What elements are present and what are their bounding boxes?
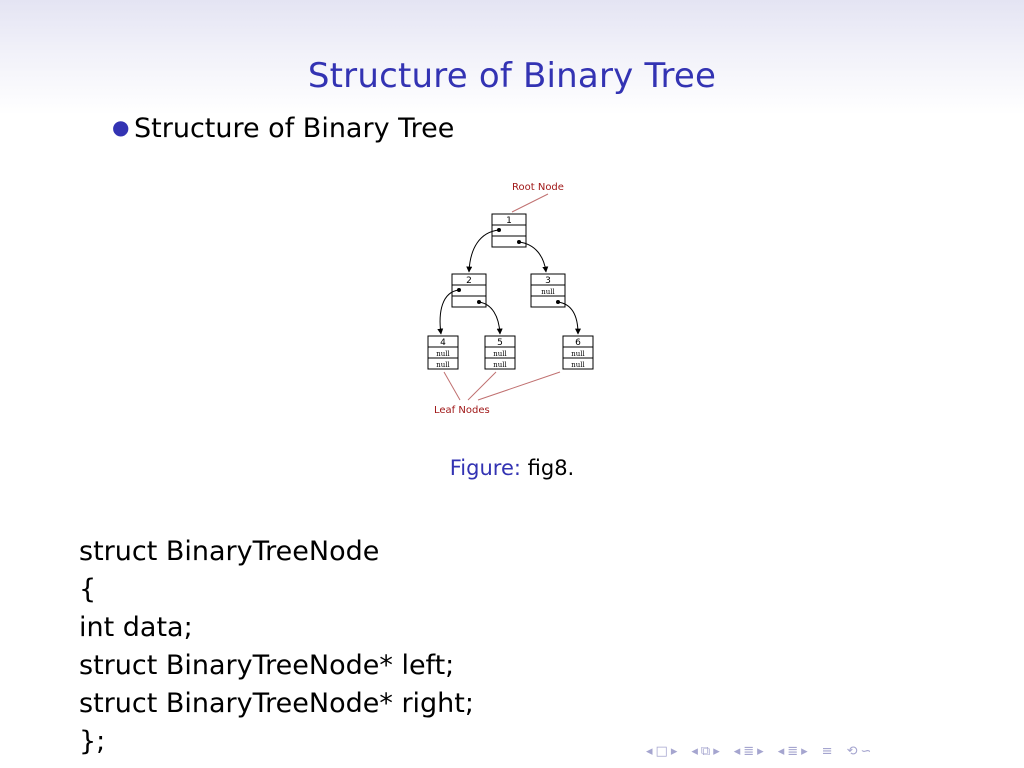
edge-2-to-5 <box>478 301 503 335</box>
root-node-label: Root Node <box>512 182 564 193</box>
edge-1-to-3 <box>518 241 549 273</box>
svg-text:4: 4 <box>440 338 446 348</box>
svg-text:3: 3 <box>545 276 551 286</box>
code-block: struct BinaryTreeNode { int data; struct… <box>79 533 474 761</box>
bullet-item: ●Structure of Binary Tree <box>112 113 454 144</box>
subsection-prev-icon[interactable]: ◂ <box>691 743 698 759</box>
svg-text:6: 6 <box>575 338 581 348</box>
leaf-pointer-line-2 <box>467 371 497 401</box>
svg-text:null: null <box>436 350 450 358</box>
caption-label: Figure: <box>449 456 521 480</box>
frame-title: Structure of Binary Tree <box>307 56 717 96</box>
beamer-navigation-bar: ◂ □ ▸ ◂ ⧉ ▸ ◂ ≣ ▸ ◂ ≣ ▸ ≡ ⟲ ∽ <box>646 741 1018 761</box>
svg-text:1: 1 <box>506 216 512 226</box>
binary-tree-figure: Root Node 1 2 3 null <box>420 170 610 425</box>
frame-prev-icon[interactable]: ◂ <box>646 743 653 759</box>
tree-node-1: 1 <box>491 213 527 248</box>
header-band <box>0 0 1024 115</box>
code-line: { <box>79 574 97 605</box>
svg-text:2: 2 <box>466 276 472 286</box>
subsection-next-icon[interactable]: ▸ <box>713 743 720 759</box>
svg-text:null: null <box>571 361 585 369</box>
root-pointer-line <box>511 193 549 213</box>
subsubsection-next-icon[interactable]: ▸ <box>801 743 808 759</box>
caption-text: fig8. <box>527 456 575 480</box>
frame-icon[interactable]: □ <box>655 743 668 759</box>
subsubsection-icon[interactable]: ≣ <box>787 743 799 759</box>
binary-tree-diagram: Root Node 1 2 3 null <box>427 182 594 416</box>
leaf-pointer-line-3 <box>477 371 561 401</box>
search-icon[interactable]: ⟲ <box>846 743 858 759</box>
bullet-icon: ● <box>112 115 130 139</box>
svg-text:5: 5 <box>497 338 503 348</box>
tree-node-6: 6 null null <box>562 335 594 370</box>
figure-caption: Figure: fig8. <box>0 456 1024 480</box>
code-line: struct BinaryTreeNode <box>79 536 380 567</box>
edge-3-to-6 <box>557 301 581 335</box>
edge-2-to-4 <box>437 289 460 335</box>
svg-text:null: null <box>436 361 450 369</box>
code-line: struct BinaryTreeNode* left; <box>79 650 455 681</box>
tree-node-4: 4 null null <box>427 335 459 370</box>
bullet-text: Structure of Binary Tree <box>134 113 455 144</box>
edge-1-to-2 <box>466 229 500 273</box>
code-line: int data; <box>79 612 193 643</box>
svg-text:null: null <box>493 350 507 358</box>
back-forward-icon[interactable]: ∽ <box>860 743 872 759</box>
svg-text:null: null <box>571 350 585 358</box>
tree-node-3: 3 null <box>530 273 566 308</box>
svg-text:null: null <box>541 288 555 296</box>
subsection-icon[interactable]: ⧉ <box>700 743 711 759</box>
section-prev-icon[interactable]: ◂ <box>733 743 741 759</box>
subsubsection-prev-icon[interactable]: ◂ <box>777 743 785 759</box>
leaf-pointer-line-1 <box>443 371 461 401</box>
section-icon[interactable]: ≣ <box>743 743 755 759</box>
code-line: }; <box>79 726 106 757</box>
code-line: struct BinaryTreeNode* right; <box>79 688 474 719</box>
section-next-icon[interactable]: ▸ <box>757 743 764 759</box>
svg-text:null: null <box>493 361 507 369</box>
tree-node-5: 5 null null <box>484 335 516 370</box>
leaf-nodes-label: Leaf Nodes <box>434 405 490 416</box>
frame-next-icon[interactable]: ▸ <box>670 743 678 759</box>
align-icon[interactable]: ≡ <box>821 743 833 759</box>
